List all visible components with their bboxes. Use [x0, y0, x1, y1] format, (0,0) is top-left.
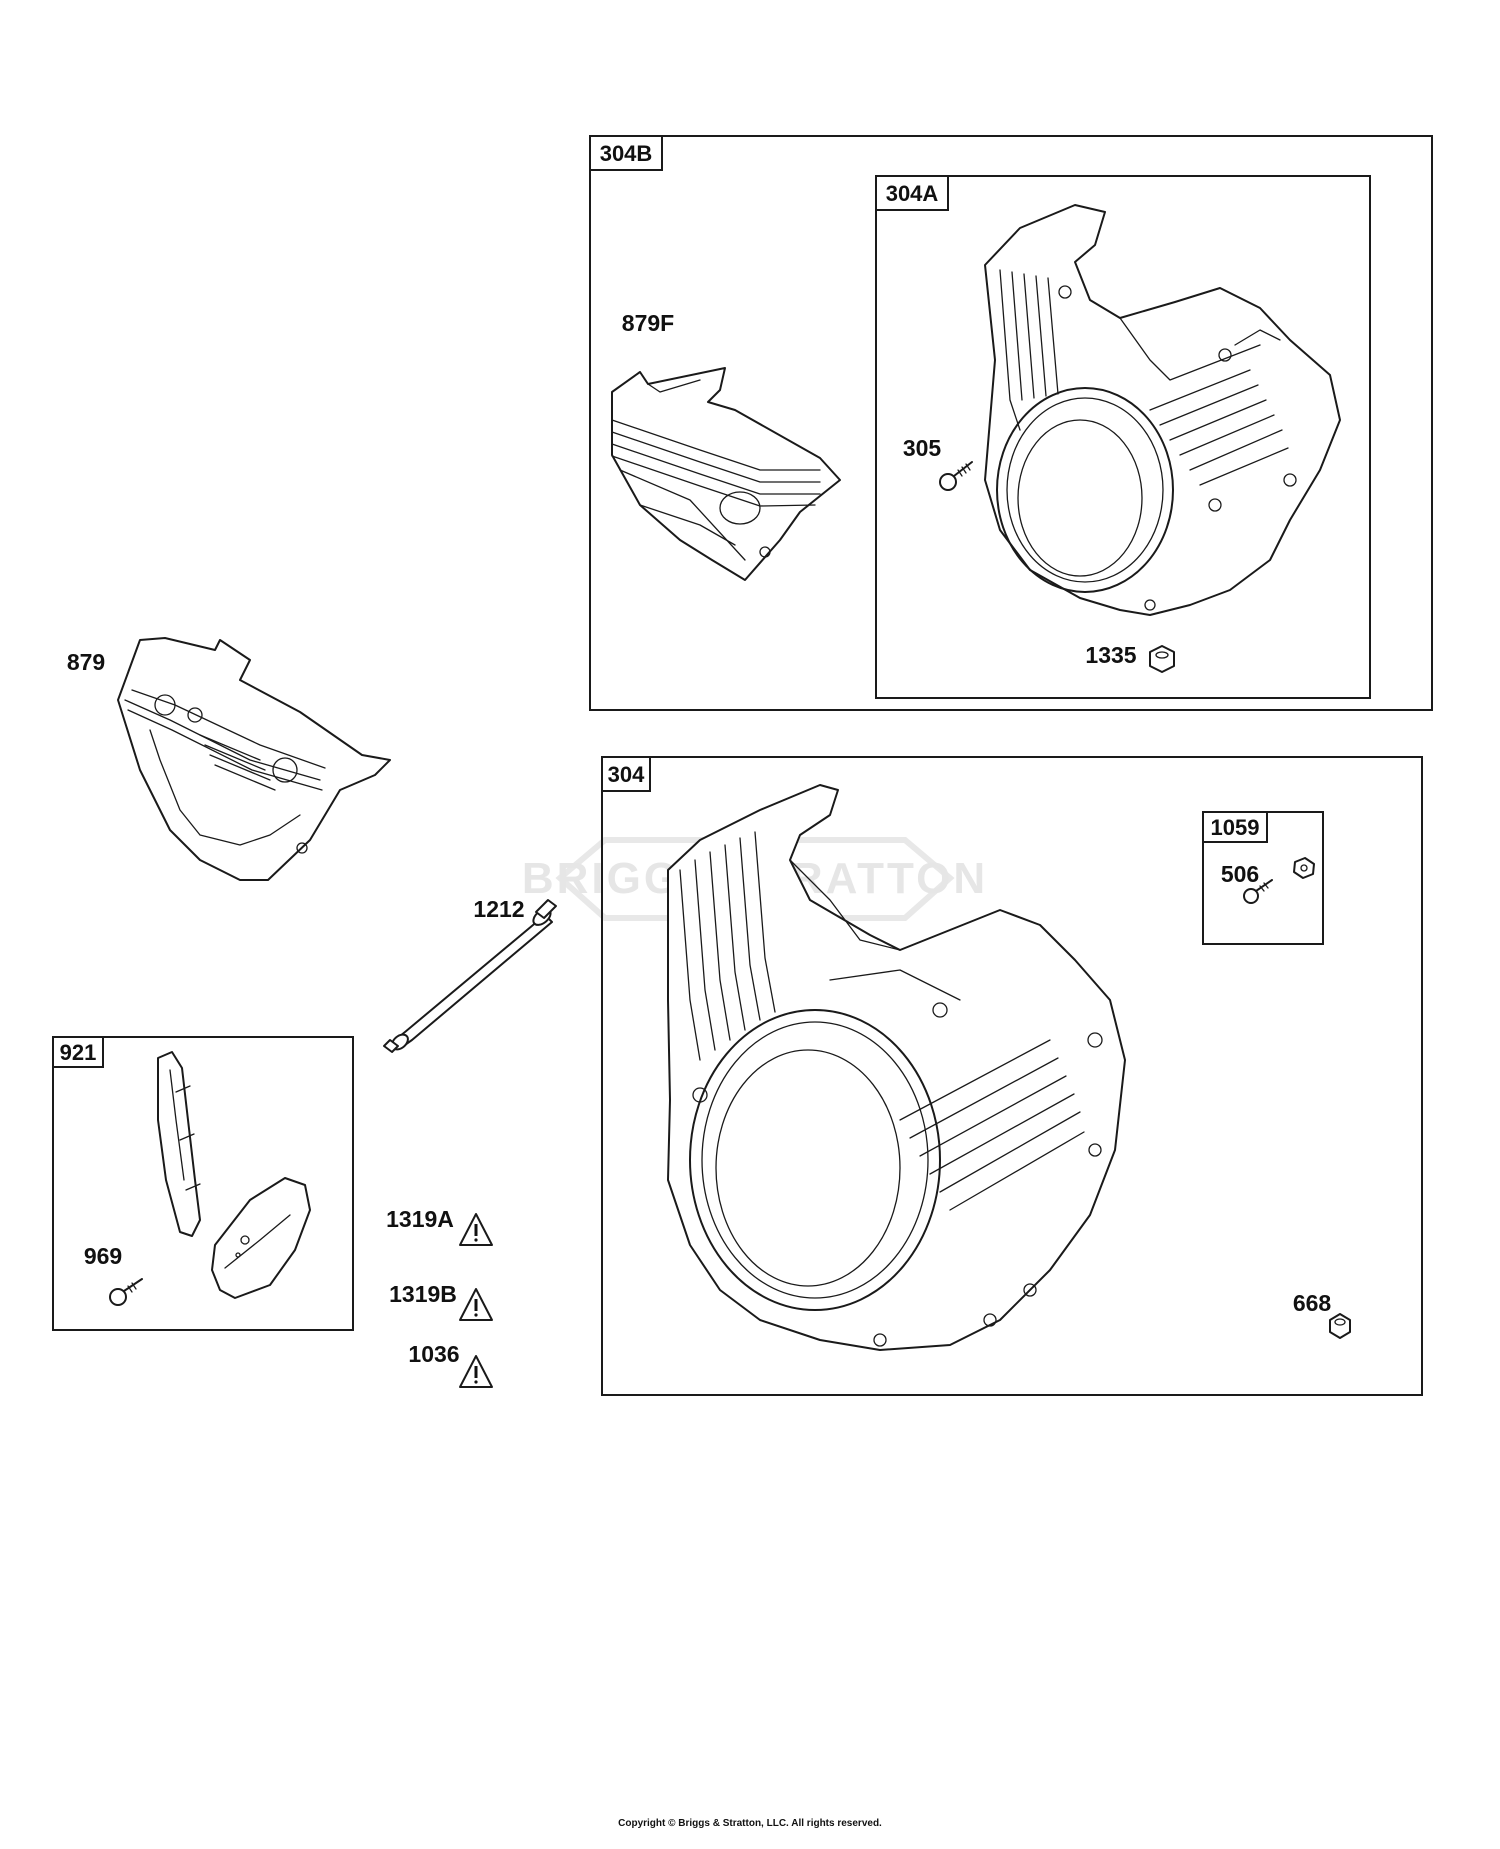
box-304B-label: 304B	[600, 141, 653, 166]
part-506-label: 506	[1221, 861, 1259, 887]
part-879-label: 879	[67, 649, 105, 675]
box-304B	[589, 135, 1433, 711]
box-304B-tag	[589, 135, 663, 171]
box-304-label: 304	[608, 762, 645, 787]
hex-nut-icon	[1293, 857, 1315, 879]
part-879F-drawing	[611, 367, 841, 581]
part-1319B-label: 1319B	[389, 1281, 457, 1307]
copyright-notice: Copyright © Briggs & Stratton, LLC. All …	[618, 1818, 882, 1829]
part-879-drawing	[117, 637, 391, 881]
warning-triangle-icon	[459, 1355, 493, 1388]
part-305-label: 305	[903, 435, 942, 461]
hex-nut-icon	[1149, 645, 1175, 673]
screw-icon	[1243, 879, 1273, 904]
part-304A-drawing	[984, 204, 1341, 616]
box-304	[601, 756, 1423, 1396]
part-1036-label: 1036	[408, 1341, 459, 1367]
part-969-label: 969	[84, 1243, 122, 1269]
box-1059-tag	[1202, 811, 1268, 843]
box-304A-tag	[875, 175, 949, 211]
part-1212-label: 1212	[473, 896, 524, 922]
box-304-tag	[601, 756, 651, 792]
part-1212-drawing	[383, 899, 557, 1053]
box-304A-label: 304A	[886, 181, 939, 206]
part-668-label: 668	[1293, 1290, 1332, 1316]
box-921-label: 921	[60, 1040, 97, 1065]
part-1335-label: 1335	[1085, 642, 1136, 668]
screw-icon	[939, 461, 973, 491]
box-921	[52, 1036, 354, 1331]
part-304-drawing	[667, 784, 1126, 1351]
part-921-drawing	[157, 1051, 311, 1299]
box-1059-label: 1059	[1211, 815, 1260, 840]
part-879F-label: 879F	[622, 310, 674, 336]
box-921-tag	[52, 1036, 104, 1068]
warning-triangle-icon	[459, 1213, 493, 1246]
hex-nut-icon	[1329, 1313, 1351, 1339]
screw-icon	[109, 1278, 143, 1306]
part-1319A-label: 1319A	[386, 1206, 454, 1232]
box-304A	[875, 175, 1371, 699]
warning-triangle-icon	[459, 1288, 493, 1321]
